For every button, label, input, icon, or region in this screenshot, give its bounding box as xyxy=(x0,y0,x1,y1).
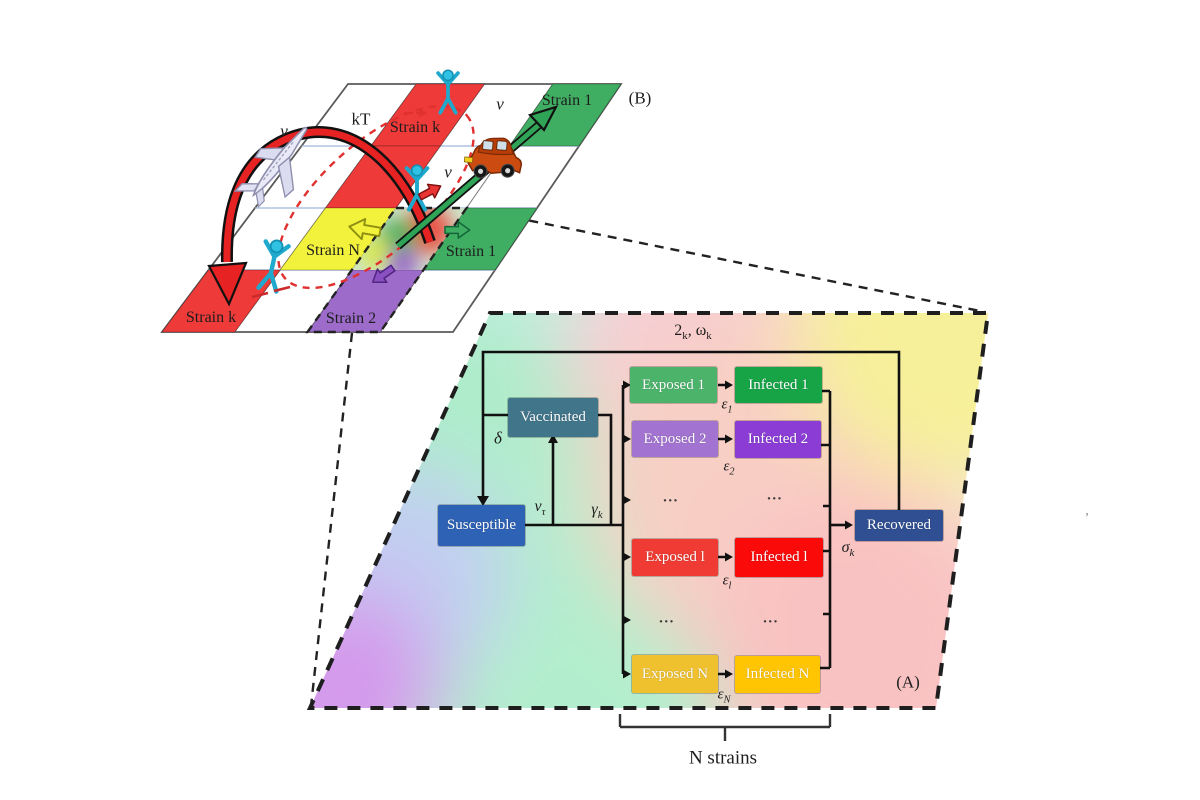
strain-N-label: Strain N xyxy=(306,242,360,259)
exposed-1-box: Exposed 1 xyxy=(630,367,717,403)
infected-N-box: Infected N xyxy=(735,656,820,693)
strain-1-mid-label: Strain 1 xyxy=(445,243,497,260)
yellow-block-arrow-icon xyxy=(348,218,382,241)
nu-symbol: ν xyxy=(444,162,452,182)
strain-k-top-label: Strain k xyxy=(389,119,441,136)
flow-arrowheads xyxy=(477,380,853,679)
stray-mark: ’ xyxy=(1084,511,1090,526)
sigma-k-label: σk xyxy=(841,539,855,560)
green-block-arrow-icon xyxy=(444,221,471,239)
green-arrow-icon xyxy=(395,105,559,250)
waning-rate-label: 2k, ωk xyxy=(674,322,712,343)
epsilon-2-label: ε2 xyxy=(723,458,735,478)
nu-symbol: ν xyxy=(496,94,504,114)
infected-2-box: Infected 2 xyxy=(735,421,821,458)
zoom-connector-lines xyxy=(309,206,986,707)
recovered-box: Recovered xyxy=(855,510,943,541)
strain-2-label: Strain 2 xyxy=(325,310,377,327)
red-dashed-mini-arrow-icon xyxy=(404,109,427,117)
exposed-2-box: Exposed 2 xyxy=(632,421,718,457)
infected-dots: ... xyxy=(767,487,783,504)
infected-l-box: Infected l xyxy=(735,538,823,577)
cell-arrows xyxy=(348,109,471,284)
panel-a-label: (A) xyxy=(896,672,920,692)
exposed-l-box: Exposed l xyxy=(632,539,718,576)
n-strains-brace xyxy=(618,714,832,741)
epsilon-1-label: ε1 xyxy=(721,396,733,416)
nu-symbol: ν xyxy=(280,121,288,141)
flow-lines xyxy=(481,350,901,741)
kT-label: kT xyxy=(351,109,371,129)
infected-1-box: Infected 1 xyxy=(735,367,822,403)
exposed-dots: ... xyxy=(659,610,675,627)
airplane-icon xyxy=(233,126,308,208)
epsilon-l-label: εl xyxy=(722,572,732,592)
epsilon-N-label: εN xyxy=(717,686,731,706)
panel-b-label: (B) xyxy=(628,88,652,108)
exposed-dots: ... xyxy=(663,489,679,506)
strain-k-bottom-label: Strain k xyxy=(185,309,237,326)
red-block-arrow-icon xyxy=(417,183,442,201)
susceptible-box: Susceptible xyxy=(438,505,525,546)
n-strains-label: N strains xyxy=(688,747,758,769)
purple-block-arrow-icon xyxy=(372,264,396,284)
gamma-k-label: γk xyxy=(591,501,603,522)
delta-label: δ xyxy=(494,428,502,448)
motion-dashes xyxy=(251,285,291,299)
cell-strain-k-bottom xyxy=(161,269,281,333)
v-tau-label: vτ xyxy=(534,498,546,519)
car-icon xyxy=(463,137,523,179)
vaccinated-box: Vaccinated xyxy=(508,398,598,437)
infected-dots: ... xyxy=(763,610,779,627)
red-arc-arrow-icon xyxy=(207,126,436,307)
strain-1-top-label: Strain 1 xyxy=(541,92,593,109)
exposed-N-box: Exposed N xyxy=(632,655,718,693)
